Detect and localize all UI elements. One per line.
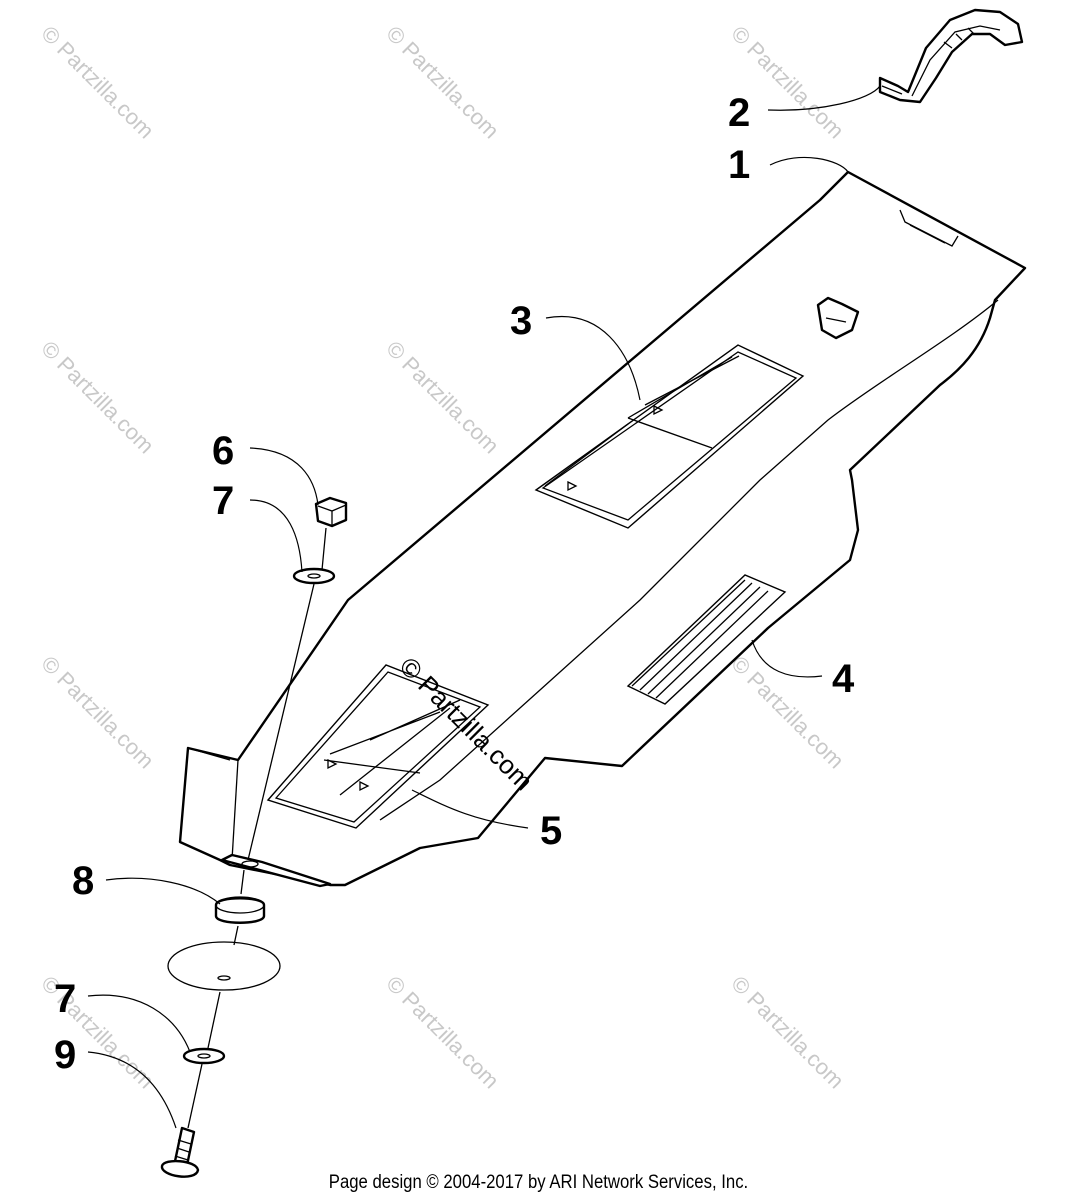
callout-7-upper: 7 — [212, 479, 234, 523]
watermark: © Partzilla.com — [381, 21, 504, 144]
watermark: © Partzilla.com — [381, 971, 504, 1094]
watermark: © Partzilla.com — [36, 336, 159, 459]
leader-5 — [411, 789, 529, 829]
leader-1 — [769, 156, 849, 173]
part-2-latch — [878, 8, 1024, 104]
callout-6: 6 — [212, 429, 234, 473]
part-7-washer-lower — [182, 1047, 226, 1065]
callout-3: 3 — [510, 299, 532, 343]
part-6-nut — [314, 496, 348, 528]
callout-2: 2 — [728, 91, 750, 135]
watermark: © Partzilla.com — [726, 651, 849, 774]
leader-8 — [105, 877, 221, 905]
leader-3 — [545, 315, 641, 401]
part-7-washer-upper — [292, 567, 336, 585]
leader-lines — [87, 85, 881, 1129]
pad — [167, 941, 281, 991]
part-5-decal — [266, 664, 490, 829]
watermark: © Partzilla.com — [36, 21, 159, 144]
watermark: © Partzilla.com — [36, 651, 159, 774]
callout-9: 9 — [54, 1033, 76, 1077]
callout-7-lower: 7 — [54, 977, 76, 1021]
callout-5: 5 — [540, 809, 562, 853]
watermark: © Partzilla.com — [726, 971, 849, 1094]
leader-9 — [87, 1051, 177, 1129]
leader-7a — [249, 499, 303, 573]
leader-7b — [87, 994, 191, 1053]
part-4-label — [626, 574, 787, 705]
part-8-spacer — [214, 896, 266, 924]
watermark: © Partzilla.com — [381, 336, 504, 459]
part-3-decal — [534, 344, 805, 529]
leader-4 — [751, 639, 823, 678]
part-9-bolt — [160, 1126, 200, 1178]
callout-4: 4 — [832, 657, 855, 701]
footer-copyright: Page design © 2004-2017 by ARI Network S… — [328, 1172, 749, 1193]
leader-6 — [249, 447, 319, 506]
leader-2 — [767, 85, 881, 111]
callout-8: 8 — [72, 859, 94, 903]
assembly-axis-line — [187, 527, 327, 1129]
callout-1: 1 — [728, 143, 750, 187]
